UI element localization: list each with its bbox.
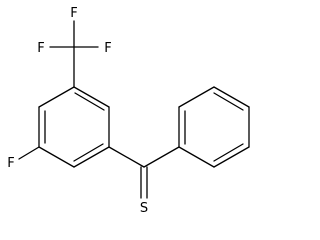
ring-double-bond xyxy=(213,92,244,111)
chemical-structure-diagram: F F F F S xyxy=(7,6,250,216)
ring-bond xyxy=(73,146,110,168)
phenyl-ring xyxy=(178,86,250,168)
ring-to-thione-carbon-bond xyxy=(108,146,145,168)
ring-bond xyxy=(178,146,215,168)
fluorinated-benzene-ring xyxy=(38,86,110,168)
ring-double-bond xyxy=(74,92,105,111)
c-f-bond xyxy=(18,146,40,160)
ring-bond xyxy=(213,86,250,108)
ring-fluorine-substituent: F xyxy=(7,146,40,171)
ring-bond xyxy=(38,146,75,168)
fluorine-atom-label: F xyxy=(70,6,77,21)
ring-bond xyxy=(178,86,215,108)
ring-bond xyxy=(38,86,75,108)
ring-bond xyxy=(73,86,110,108)
ring-double-bond xyxy=(73,143,104,162)
fluorine-atom-label: F xyxy=(37,41,44,56)
fluorine-atom-label: F xyxy=(7,156,14,171)
thione-group: S xyxy=(108,146,180,216)
thione-carbon-to-phenyl-bond xyxy=(143,146,180,168)
sulfur-atom-label: S xyxy=(140,201,148,216)
ring-bond xyxy=(213,146,250,168)
ring-double-bond xyxy=(213,143,244,162)
trifluoromethyl-group: F F F xyxy=(37,6,112,88)
fluorine-atom-label: F xyxy=(104,41,111,56)
